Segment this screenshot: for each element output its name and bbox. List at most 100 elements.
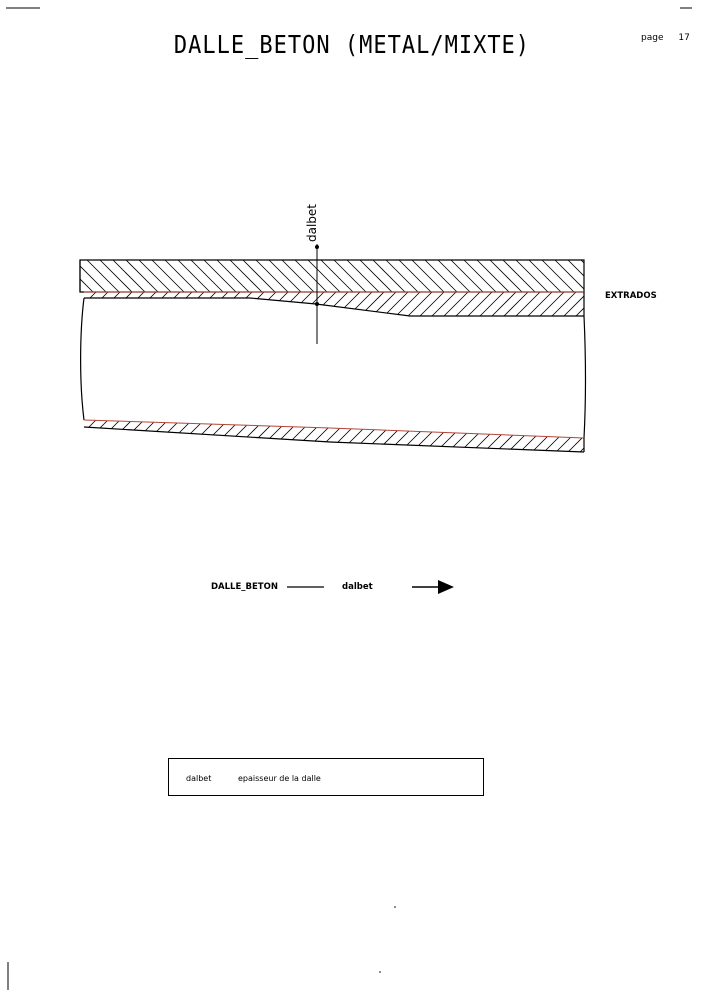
hatch-line — [268, 260, 302, 292]
hatch-line — [171, 420, 205, 452]
hatch-line — [387, 420, 421, 452]
hatch-line — [411, 260, 445, 292]
hatch-line — [190, 260, 224, 292]
hatch-line — [385, 260, 419, 292]
hatch-line — [275, 292, 301, 316]
hatch-line — [80, 260, 107, 292]
bottom-flange-layer — [83, 419, 648, 453]
hatch-line — [567, 420, 584, 452]
page-number-value: 17 — [678, 33, 690, 43]
hatch-line — [267, 420, 301, 452]
hatch-line — [183, 420, 217, 452]
legend-description: epaisseur de la dalle — [238, 774, 321, 783]
hatch-line — [303, 420, 337, 452]
hatch-line — [455, 292, 481, 316]
page-title: DALLE_BETON (METAL/MIXTE) — [173, 31, 531, 60]
hatch-line — [164, 260, 198, 292]
hatch-line — [84, 292, 109, 316]
hatch-line — [333, 260, 367, 292]
dimension-marker: dalbet — [305, 204, 319, 344]
hatch-line — [527, 292, 553, 316]
hatch-line — [476, 260, 510, 292]
hatch-line — [541, 260, 575, 292]
hatch-line — [179, 292, 205, 316]
hatch-line — [287, 292, 313, 316]
concrete-layer-top — [79, 259, 639, 293]
hatch-line — [515, 260, 549, 292]
hatch-line — [291, 420, 325, 452]
hatch-line — [503, 292, 529, 316]
hatch-line — [580, 260, 584, 292]
hatch-line — [294, 260, 328, 292]
hatch-line — [143, 292, 169, 316]
hatch-line — [395, 292, 421, 316]
hatch-line — [263, 292, 289, 316]
hatch-line — [155, 292, 181, 316]
hatch-line — [159, 420, 193, 452]
hatch-line — [419, 292, 445, 316]
scan-speck — [394, 906, 396, 908]
hatch-line — [604, 420, 636, 452]
hatch-line — [399, 420, 433, 452]
scan-speck — [379, 971, 381, 973]
hatch-line — [607, 260, 639, 292]
hatch-line — [135, 420, 169, 452]
hatch-line — [251, 292, 277, 316]
hatch-line — [407, 292, 433, 316]
hatch-line — [437, 260, 471, 292]
hatch-line — [555, 420, 584, 452]
hatch-line — [151, 260, 185, 292]
hatch-line — [203, 292, 229, 316]
hatch-line — [554, 260, 584, 292]
hatch-line — [383, 292, 409, 316]
hatch-line — [84, 420, 97, 452]
hatch-line — [86, 260, 120, 292]
flow-source-label: DALLE_BETON — [211, 582, 278, 592]
hatch-line — [95, 292, 121, 316]
hatch-line — [242, 260, 276, 292]
hatch-line — [84, 420, 85, 452]
hatch-line — [123, 420, 157, 452]
legend-symbol: dalbet — [186, 774, 212, 783]
hatch-line — [463, 260, 497, 292]
extrados-label: EXTRADOS — [605, 291, 657, 301]
hatch-line — [229, 260, 263, 292]
hatch-line — [279, 420, 313, 452]
hatch-line — [216, 260, 250, 292]
hatch-line — [551, 292, 577, 316]
hatch-line — [489, 260, 523, 292]
hatch-line — [443, 292, 469, 316]
hatch-line — [243, 420, 277, 452]
hatch-line — [107, 292, 133, 316]
hatch-line — [563, 292, 584, 316]
hatch-line — [84, 420, 109, 452]
hatch-line — [111, 420, 145, 452]
hatch-line — [307, 260, 341, 292]
hatch-line — [616, 420, 648, 452]
hatch-line — [227, 292, 253, 316]
hatch-top — [80, 260, 639, 292]
hatch-line — [372, 260, 406, 292]
hatch-line — [147, 420, 181, 452]
hatch-line — [594, 260, 626, 292]
hatch-line — [363, 420, 397, 452]
hatch-line — [327, 420, 361, 452]
hatch-line — [528, 260, 562, 292]
hatch-line — [351, 420, 385, 452]
hatch-line — [119, 292, 145, 316]
hatch-line — [467, 292, 493, 316]
section-left-edge — [80, 297, 85, 421]
hatch-line — [479, 292, 505, 316]
hatch-line — [502, 260, 536, 292]
hatch-line — [80, 260, 94, 292]
hatch-line — [80, 260, 81, 292]
legend-box — [168, 758, 484, 796]
hatch-line — [339, 420, 373, 452]
hatch-middle — [84, 292, 584, 316]
hatch-line — [125, 260, 159, 292]
hatch-line — [131, 292, 157, 316]
page-number: page 17 — [641, 33, 690, 43]
hatch-line — [167, 292, 193, 316]
hatch-line — [84, 292, 97, 316]
